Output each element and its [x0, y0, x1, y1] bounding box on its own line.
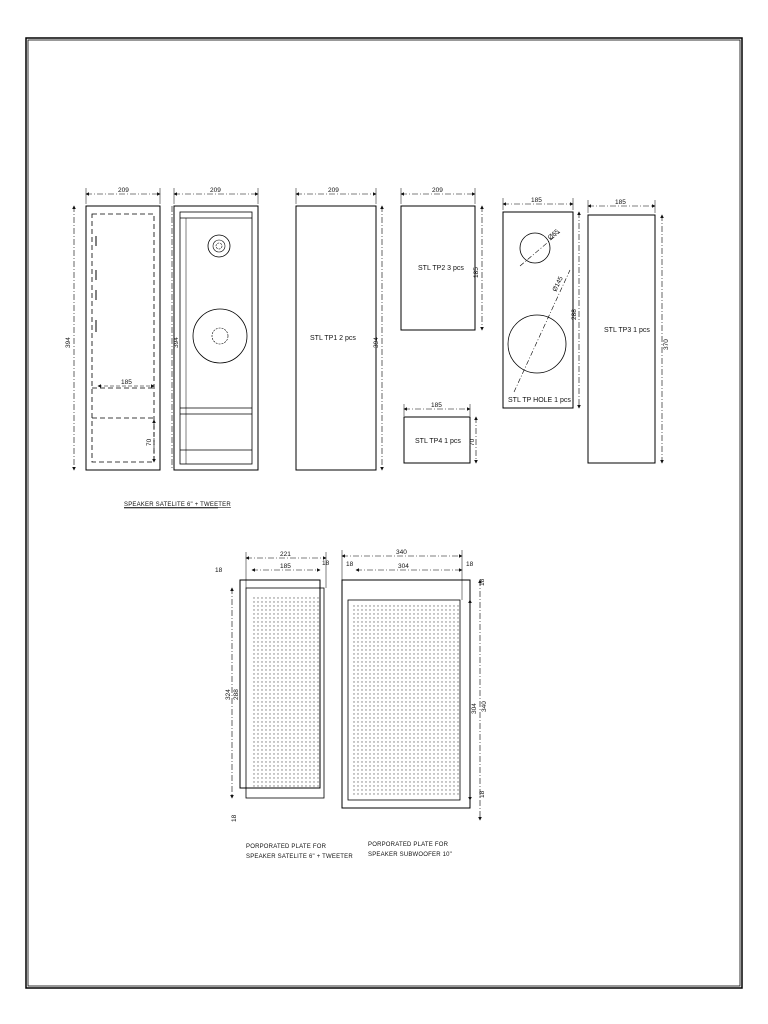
- tp2-label: STL TP2 3 pcs: [418, 265, 464, 272]
- tp3-width-dim: 185: [615, 199, 626, 206]
- left-height-dim: 324: [225, 689, 232, 700]
- sheet-border-outer: [25, 37, 743, 989]
- tp2-width-dim: 209: [432, 187, 443, 194]
- hole-plate-height-dim: 288: [571, 309, 578, 320]
- left-caption-line2: SPEAKER SATELITE 6" + TWEETER: [246, 854, 353, 860]
- right-margin-left-dim: 18: [346, 561, 354, 568]
- sheet-border-inner: [27, 39, 741, 987]
- tp1-width-dim: 209: [328, 187, 339, 194]
- right-inner-width-dim: 304: [398, 563, 409, 570]
- side-section-view: [72, 188, 161, 471]
- tp2-panel: [400, 188, 484, 331]
- tp1-height-dim: 394: [373, 337, 380, 348]
- satellite-caption: SPEAKER SATELITE 6" + TWEETER: [124, 502, 231, 508]
- tp3-label: STL TP3 1 pcs: [604, 327, 650, 334]
- tp1-panel: [295, 188, 384, 471]
- left-outer-width-dim: 221: [280, 551, 291, 558]
- woofer-hole: [507, 314, 567, 374]
- right-height-dim: 340: [481, 701, 488, 712]
- tp1-label: STL TP1 2 pcs: [310, 335, 356, 342]
- woofer-diameter-dim: Ø145: [552, 275, 565, 293]
- front-height-dim: 394: [173, 337, 180, 348]
- tp4-height-dim: 70: [469, 438, 476, 446]
- tweeter-diameter-dim: Ø65: [547, 228, 561, 242]
- side-inner-width-dim: 185: [121, 379, 132, 386]
- side-base-height-dim: 70: [146, 438, 153, 446]
- tp4-panel: [403, 404, 478, 464]
- left-margin-bottom-dim: 18: [231, 814, 238, 822]
- hole-plate-panel: [502, 198, 581, 409]
- left-caption-line1: PORPORATED PLATE FOR: [246, 844, 327, 850]
- perforated-plate-satellite: [230, 552, 327, 799]
- tp3-panel: [587, 200, 664, 464]
- woofer-cutout: [192, 308, 248, 364]
- tweeter-hole: [519, 232, 551, 264]
- hole-plate-width-dim: 185: [531, 197, 542, 204]
- right-caption-line2: SPEAKER SUBWOOFER 10": [368, 852, 452, 858]
- left-inner-width-dim: 185: [280, 563, 291, 570]
- right-inner-height-dim: 304: [471, 703, 478, 714]
- tp4-width-dim: 185: [431, 402, 442, 409]
- tweeter-cutout: [207, 234, 231, 258]
- right-outer-width-dim: 340: [396, 549, 407, 556]
- hole-plate-label: STL TP HOLE 1 pcs: [508, 397, 571, 404]
- right-margin-top-dim: 18: [479, 578, 486, 586]
- left-inner-height-dim: 288: [233, 689, 240, 700]
- tp2-height-dim: 185: [473, 267, 480, 278]
- tp4-label: STL TP4 1 pcs: [415, 438, 461, 445]
- left-margin-right-dim: 18: [322, 560, 330, 567]
- side-height-dim: 394: [65, 337, 72, 348]
- right-margin-right-dim: 18: [466, 561, 474, 568]
- left-margin-left-dim: 18: [215, 567, 223, 574]
- right-caption-line1: PORPORATED PLATE FOR: [368, 842, 449, 848]
- right-margin-bottom-dim: 18: [479, 790, 486, 798]
- front-width-dim: 209: [210, 187, 221, 194]
- front-view: [171, 188, 259, 471]
- side-width-dim: 209: [118, 187, 129, 194]
- perforated-plate-subwoofer: [341, 550, 482, 821]
- tp3-height-dim: 370: [663, 339, 670, 350]
